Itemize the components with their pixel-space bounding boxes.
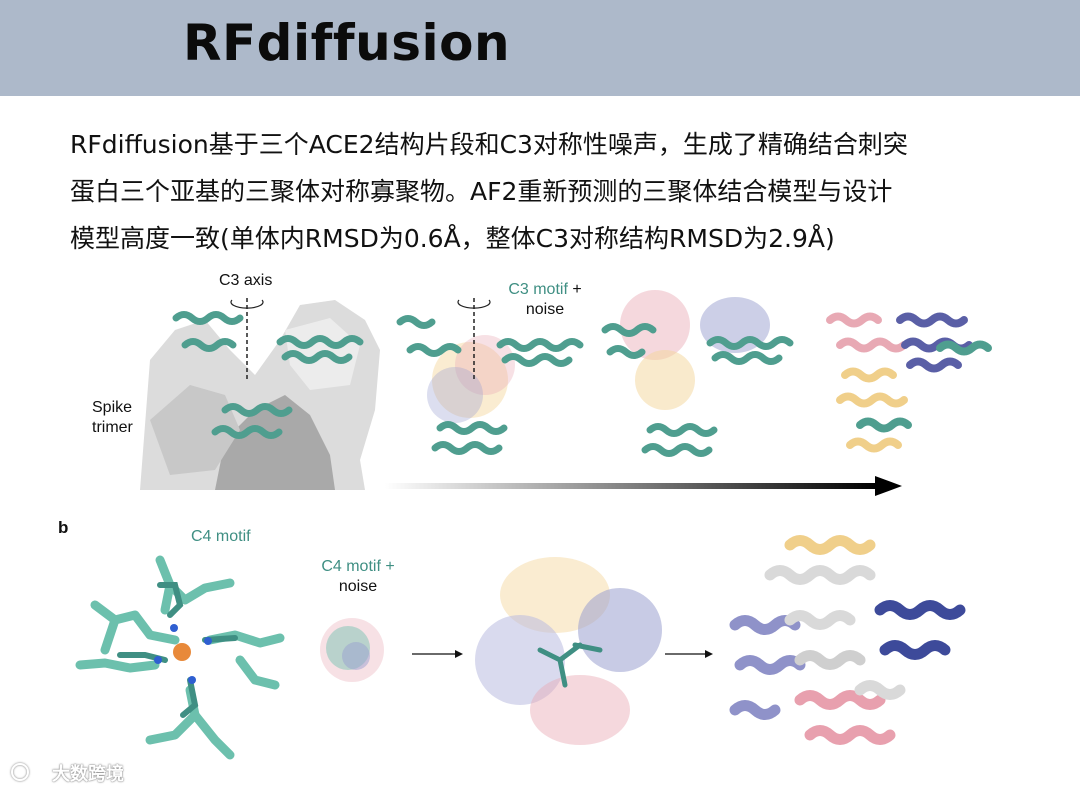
slide-title: RFdiffusion <box>183 14 511 72</box>
c4-motif-plus-text: C4 motif + <box>321 558 395 575</box>
logo-icon <box>11 760 42 781</box>
slide-paragraph: RFdiffusion基于三个ACE2结构片段和C3对称性噪声，生成了精确结合刺… <box>70 121 1060 262</box>
n-atom-1 <box>170 624 178 632</box>
c3-rotation-icon <box>230 299 264 309</box>
n-atom-3 <box>204 637 212 645</box>
ace2-helices-a1 <box>172 311 364 439</box>
c3-rotation-icon-2 <box>457 299 491 309</box>
spike-trimer-surface <box>140 300 380 490</box>
c3-plus-text: + <box>572 281 582 298</box>
spike-text: Spike <box>92 399 133 416</box>
slide-header <box>0 0 1080 96</box>
arrow-head-1 <box>455 650 463 658</box>
c3-motif-noise-label: C3 motif + noise <box>490 280 600 320</box>
noise-cloud-a2 <box>427 335 515 423</box>
watermark-text: 大数跨境 <box>52 764 124 785</box>
designed-tetramer-b <box>729 535 966 745</box>
paragraph-line-2: 蛋白三个亚基的三聚体对称寡聚物。AF2重新预测的三聚体结合模型与设计 <box>70 177 893 206</box>
ace2-helices-a3 <box>601 323 794 457</box>
diffusion-arrow-bar <box>385 483 875 489</box>
c3-motif-text: C3 motif <box>508 281 568 298</box>
paragraph-line-1: RFdiffusion基于三个ACE2结构片段和C3对称性噪声，生成了精确结合刺… <box>70 130 908 159</box>
c4-noise-text: noise <box>338 578 378 595</box>
arrow-head-2 <box>705 650 713 658</box>
panel-b-label: b <box>58 518 69 537</box>
c4-motif-label: C4 motif <box>191 528 251 545</box>
c4-motif-noise-label: C4 motif + noise <box>308 557 408 597</box>
c4-diffusion-cloud <box>475 557 662 745</box>
c3-axis-label: C3 axis <box>219 272 273 289</box>
trimer-text: trimer <box>92 419 133 436</box>
ace2-helices-a2 <box>396 315 584 455</box>
designed-trimer-a4 <box>826 312 992 453</box>
spike-trimer-label: Spike trimer <box>92 398 133 438</box>
n-atom-2 <box>154 656 162 664</box>
diffusion-arrow-head <box>875 476 902 496</box>
c3-noise-text: noise <box>525 301 565 318</box>
c4-noise-cloud <box>320 618 384 682</box>
paragraph-line-3: 模型高度一致(单体内RMSD为0.6Å，整体C3对称结构RMSD为2.9Å) <box>70 224 835 253</box>
metal-ion <box>173 643 191 661</box>
n-atom-4 <box>188 676 196 684</box>
